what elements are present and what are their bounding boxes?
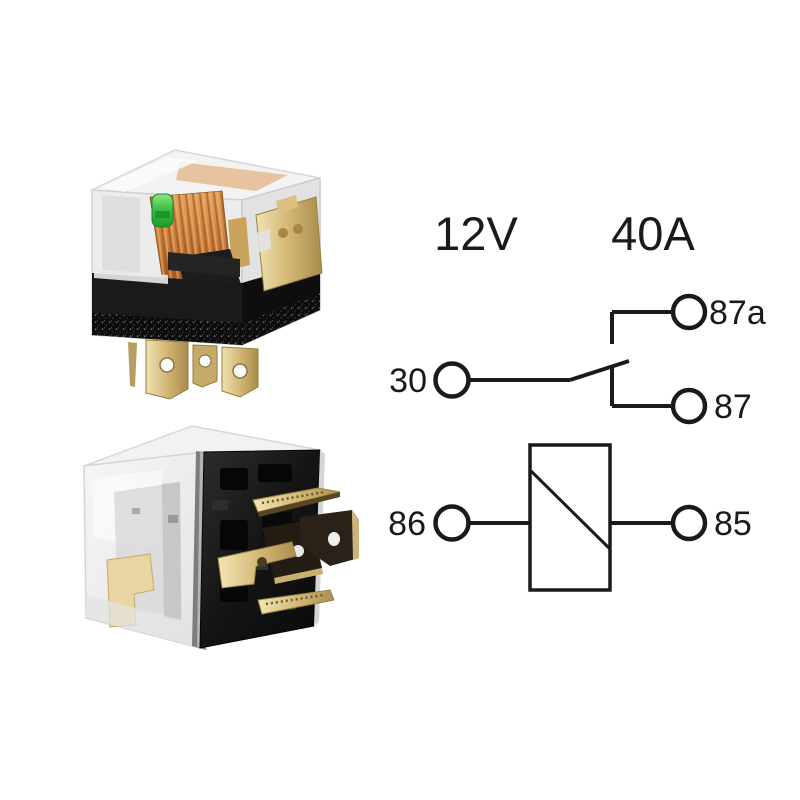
relay-bottom-terminals: [217, 487, 359, 615]
relay-brass-contact: [255, 195, 323, 292]
blade-terminal: [257, 589, 335, 615]
coil-symbol: [528, 443, 612, 592]
blade-terminal: [217, 541, 297, 589]
schematic-wires: [469, 310, 673, 592]
terminal-86-label: 86: [388, 505, 426, 543]
relay-circuit-schematic: 12V 40A 30 87a 87 86 85: [388, 207, 766, 592]
terminal-30-label: 30: [389, 362, 427, 400]
terminal-87-node: [670, 387, 708, 425]
relay-clear-case: [83, 425, 321, 649]
amperage-label: 40A: [611, 207, 695, 260]
voltage-label: 12V: [434, 207, 518, 260]
schematic-labels: 12V 40A 30 87a 87 86 85: [388, 207, 766, 543]
terminal-87-label: 87: [714, 388, 752, 426]
relay-photo-bottom-view: [83, 425, 359, 650]
terminal-86-node: [433, 504, 471, 542]
terminal-85-label: 85: [714, 505, 752, 543]
terminal-87a-label: 87a: [709, 294, 766, 332]
terminal-30-node: [433, 361, 471, 399]
terminal-87a-node: [670, 293, 708, 331]
relay-photo-top-view: [89, 149, 323, 400]
terminal-85-node: [670, 504, 708, 542]
led-indicator: [151, 193, 174, 228]
coil-diagonal: [529, 469, 612, 551]
relay-pins: [128, 339, 259, 400]
schematic-terminal-nodes: [433, 293, 708, 542]
coil-top-through-case: [176, 162, 288, 191]
switch-arm: [569, 359, 630, 382]
relay-base: [92, 252, 320, 345]
